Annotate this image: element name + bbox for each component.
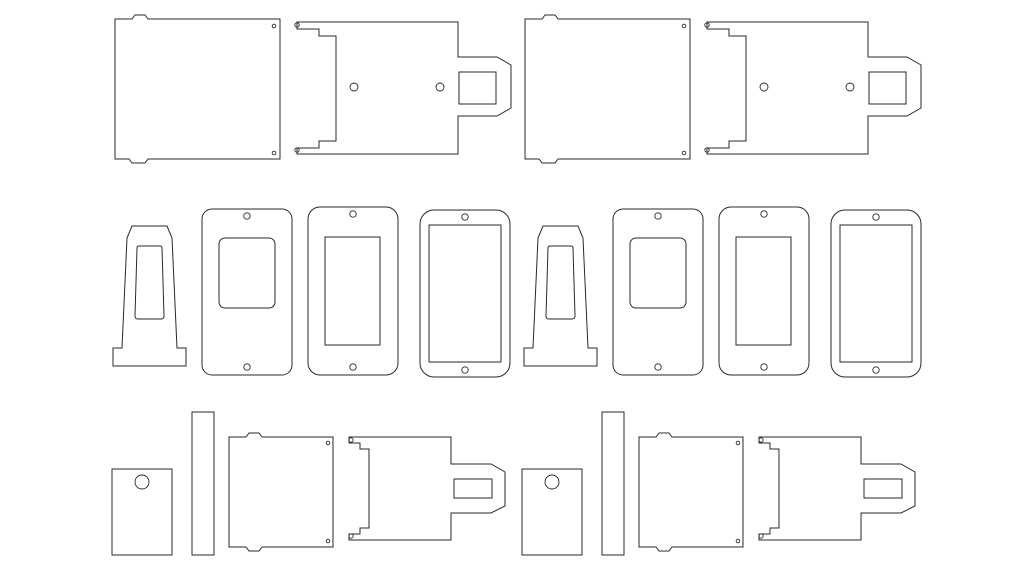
switch-plate-rocker-screw-top bbox=[243, 212, 251, 220]
switch-plate-rocker-opening bbox=[218, 237, 276, 309]
top-tab-plate-window bbox=[868, 71, 907, 105]
bottom-back-plate-hole-upper bbox=[735, 440, 741, 446]
middle-group-left bbox=[112, 206, 511, 378]
top-back-plate-hole-upper bbox=[271, 23, 277, 29]
bottom-back-plate bbox=[638, 432, 744, 552]
switch-plate-rocker-opening bbox=[629, 237, 687, 309]
switch-plate-rocker-screw-bottom bbox=[654, 363, 662, 371]
switch-plate-large bbox=[419, 209, 511, 378]
switch-plate-decora-opening bbox=[324, 236, 381, 346]
switch-plate-rocker bbox=[612, 208, 704, 376]
bottom-tab-plate-window bbox=[453, 478, 493, 499]
switch-plate-large-screw-bottom bbox=[461, 366, 469, 374]
top-tab-plate-hole-lower-left bbox=[294, 147, 300, 153]
switch-plate-decora-screw-top bbox=[349, 210, 357, 218]
top-tab-plate-hole-center bbox=[759, 82, 769, 92]
top-tab-plate bbox=[706, 21, 922, 155]
top-group-left bbox=[114, 14, 512, 164]
bottom-group-right bbox=[521, 411, 916, 556]
top-tab-plate-hole-center bbox=[349, 82, 359, 92]
top-back-plate-hole-upper bbox=[681, 23, 687, 29]
top-tab-plate bbox=[296, 21, 512, 155]
top-back-plate bbox=[114, 14, 281, 164]
switch-plate-decora-opening bbox=[735, 236, 792, 346]
switch-plate-decora-screw-top bbox=[760, 210, 768, 218]
switch-plate-decora-screw-bottom bbox=[349, 363, 357, 371]
switch-plate-decora-screw-bottom bbox=[760, 363, 768, 371]
bottom-tab-plate bbox=[758, 436, 916, 541]
small-side-panel-hole bbox=[544, 474, 560, 490]
switch-plate-rocker bbox=[201, 208, 293, 376]
stand-bracket bbox=[112, 225, 187, 367]
top-tab-plate-hole-right bbox=[845, 82, 855, 92]
switch-plate-large-screw-top bbox=[872, 213, 880, 221]
narrow-strip bbox=[601, 411, 625, 556]
bottom-back-plate-hole-lower bbox=[325, 538, 331, 544]
stand-bracket-slot bbox=[545, 245, 576, 320]
bottom-tab-plate-window bbox=[863, 478, 903, 499]
switch-plate-large-screw-bottom bbox=[872, 366, 880, 374]
small-side-panel bbox=[111, 468, 173, 556]
top-tab-plate-hole-right bbox=[435, 82, 445, 92]
bottom-tab-plate bbox=[348, 436, 506, 541]
top-tab-plate-hole-upper-left bbox=[294, 22, 300, 28]
top-back-plate bbox=[524, 14, 691, 164]
top-back-plate-hole-lower bbox=[681, 150, 687, 156]
bottom-tab-plate-hole-lower-left bbox=[758, 533, 764, 539]
small-side-panel-hole bbox=[134, 474, 150, 490]
switch-plate-decora bbox=[307, 206, 399, 376]
top-back-plate-hole-lower bbox=[271, 150, 277, 156]
switch-plate-large-screw-top bbox=[461, 213, 469, 221]
top-tab-plate-window bbox=[458, 71, 497, 105]
stand-bracket bbox=[523, 225, 598, 367]
switch-plate-large-opening bbox=[839, 224, 913, 363]
switch-plate-rocker-screw-bottom bbox=[243, 363, 251, 371]
switch-plate-large bbox=[830, 209, 922, 378]
bottom-back-plate-hole-upper bbox=[325, 440, 331, 446]
middle-group-right bbox=[523, 206, 922, 378]
top-group-right bbox=[524, 14, 922, 164]
switch-plate-rocker-screw-top bbox=[654, 212, 662, 220]
small-side-panel bbox=[521, 468, 583, 556]
switch-plate-decora bbox=[718, 206, 810, 376]
bottom-back-plate-hole-lower bbox=[735, 538, 741, 544]
switch-plate-large-opening bbox=[428, 224, 502, 363]
bottom-group-left bbox=[111, 411, 506, 556]
bottom-tab-plate-hole-upper-left bbox=[348, 437, 354, 443]
top-tab-plate-hole-upper-left bbox=[704, 22, 710, 28]
bottom-tab-plate-hole-upper-left bbox=[758, 437, 764, 443]
narrow-strip bbox=[191, 411, 215, 556]
stand-bracket-slot bbox=[134, 245, 165, 320]
bottom-back-plate bbox=[228, 432, 334, 552]
top-tab-plate-hole-lower-left bbox=[704, 147, 710, 153]
bottom-tab-plate-hole-lower-left bbox=[348, 533, 354, 539]
